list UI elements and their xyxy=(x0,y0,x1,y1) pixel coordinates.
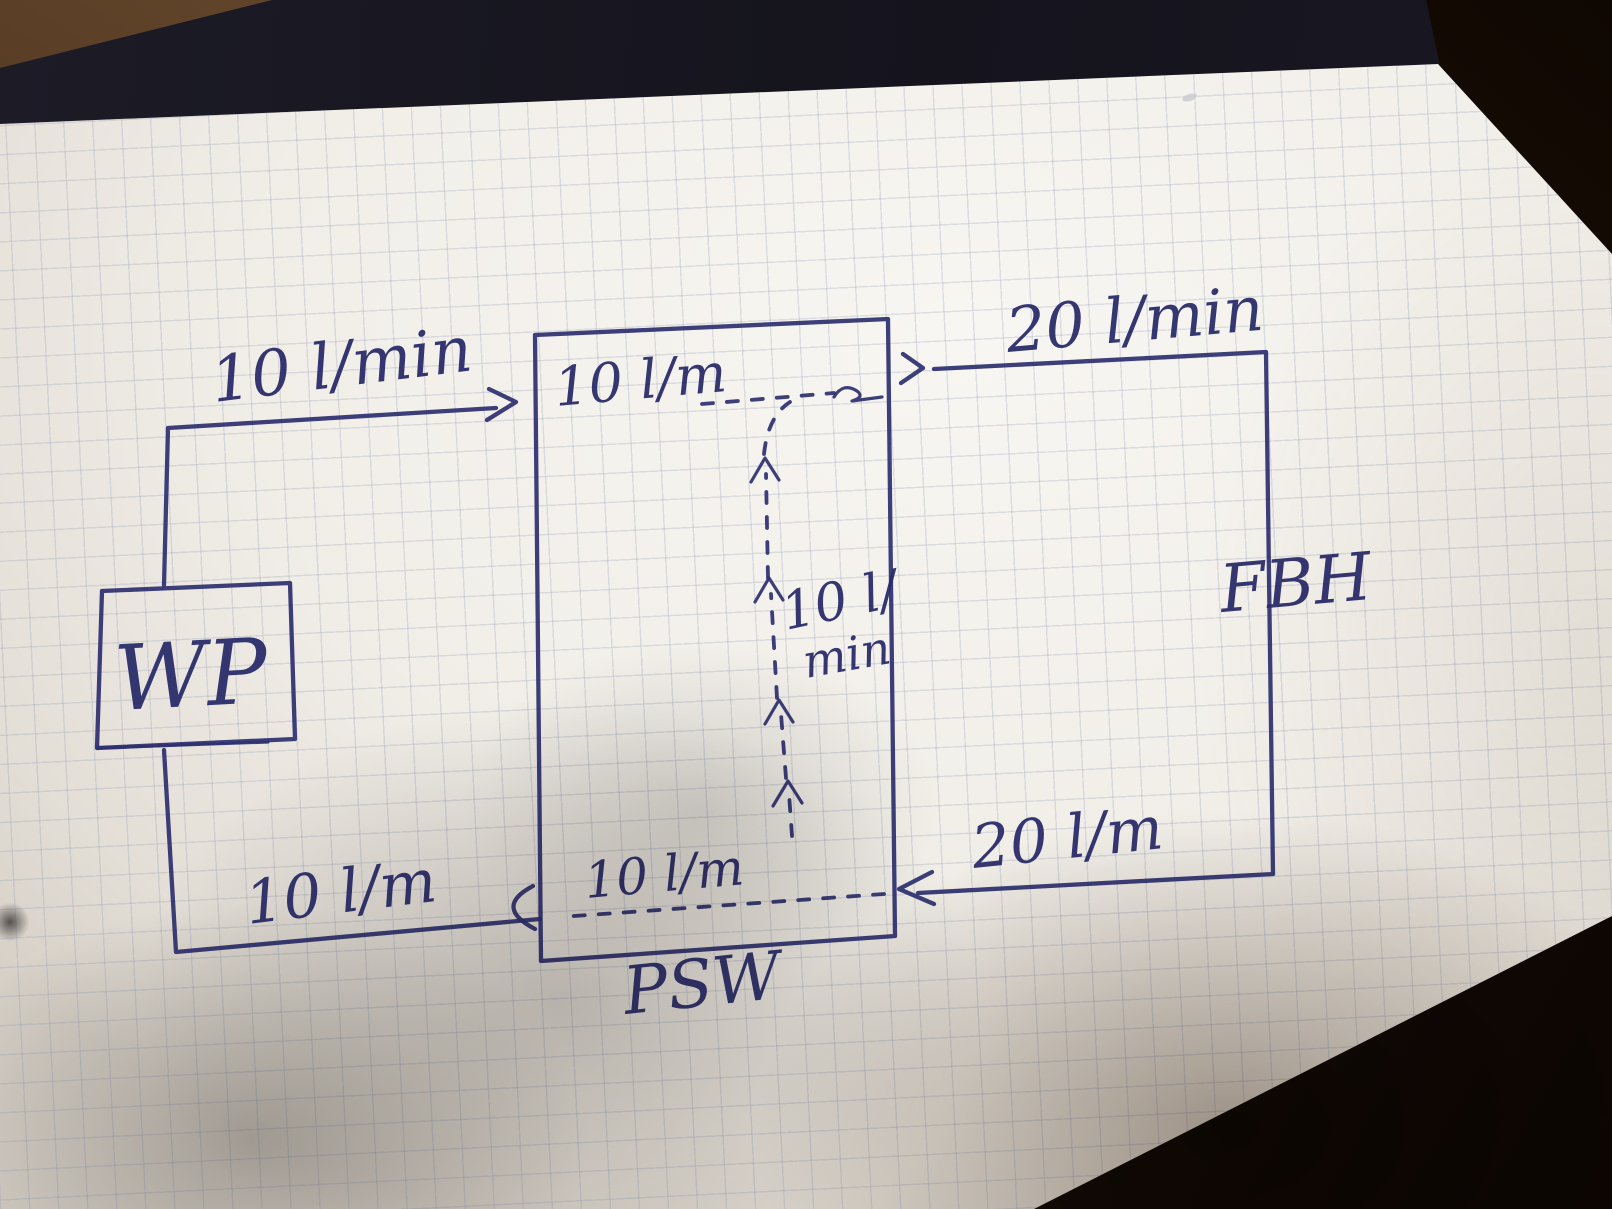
psw-vertical-flow-top-curl xyxy=(762,400,792,456)
pipe-wp-to-psw xyxy=(161,405,499,588)
arrow-into-psw-top-icon xyxy=(484,386,519,423)
flow-label-psw-internal-bottom: 10 l/m xyxy=(582,838,746,910)
arrow-into-psw-bottom-icon xyxy=(896,869,937,907)
fbh-label: FBH xyxy=(1216,538,1376,628)
flow-label-fbh-to-psw: 20 l/m xyxy=(967,793,1166,883)
wp-label: WP xyxy=(112,619,272,732)
flow-label-psw-to-wp: 10 l/m xyxy=(241,846,440,939)
psw-vertical-flow-seg4 xyxy=(764,472,770,580)
flow-label-psw-internal-top: 10 l/m xyxy=(552,341,729,419)
psw-label: PSW xyxy=(619,936,790,1030)
psw-top-flow-curl xyxy=(832,386,884,403)
psw-vertical-arrowhead-1-icon xyxy=(771,779,804,808)
psw-vertical-flow-seg3 xyxy=(769,592,779,700)
flow-label-wp-to-psw: 10 l/min xyxy=(207,312,476,416)
psw-vertical-arrowhead-2-icon xyxy=(763,698,795,726)
psw-vertical-flow-seg2 xyxy=(779,712,788,780)
arrow-psw-to-fbh-icon xyxy=(898,351,926,386)
psw-vertical-flow-seg1 xyxy=(787,792,794,838)
